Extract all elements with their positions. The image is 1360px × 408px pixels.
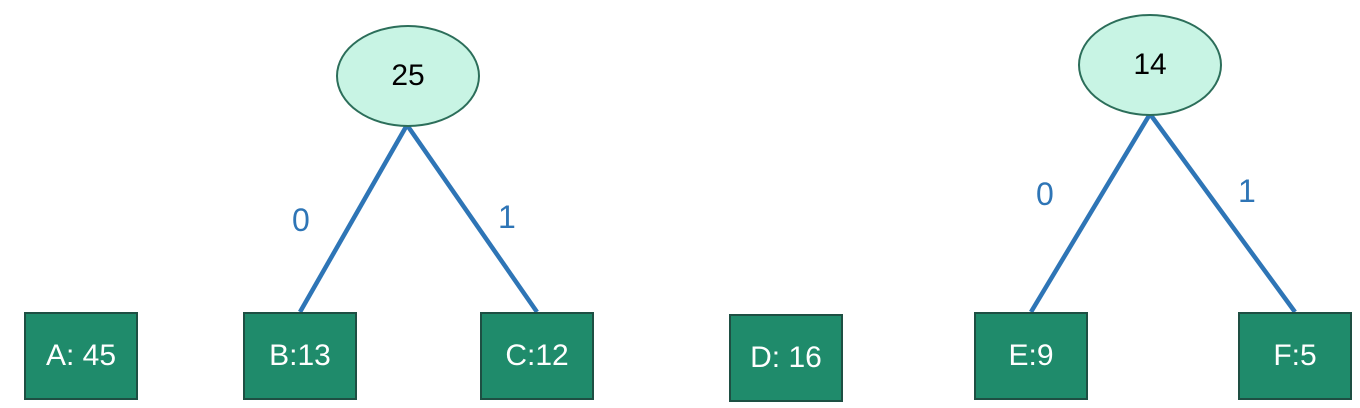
leaf-label: F:5	[1273, 339, 1317, 372]
edge-25-to-b	[298, 123, 409, 314]
node-weight: 14	[1133, 48, 1167, 81]
leaf-node-a: A: 45	[24, 312, 138, 400]
edge-label-25-right: 1	[498, 199, 516, 235]
internal-node-14: 14	[1078, 14, 1222, 116]
edge-label-25-left: 0	[292, 202, 310, 238]
edge-14-to-f	[1148, 112, 1297, 314]
internal-node-25: 25	[336, 25, 480, 127]
leaf-label: A: 45	[45, 339, 117, 372]
leaf-label: E:9	[1008, 339, 1054, 372]
edge-14-to-e	[1029, 112, 1152, 314]
node-weight: 25	[391, 59, 425, 92]
leaf-node-e: E:9	[974, 312, 1088, 400]
leaf-node-b: B:13	[243, 312, 357, 400]
edge-label-14-right: 1	[1238, 173, 1256, 209]
leaf-node-c: C:12	[480, 312, 594, 400]
leaf-label: D: 16	[750, 341, 822, 374]
leaf-node-d: D: 16	[729, 314, 843, 402]
leaf-label: B:13	[269, 339, 331, 372]
edge-label-14-left: 0	[1036, 176, 1054, 212]
edge-25-to-c	[405, 123, 539, 314]
leaf-label: C:12	[505, 339, 569, 372]
leaf-node-f: F:5	[1238, 312, 1352, 400]
